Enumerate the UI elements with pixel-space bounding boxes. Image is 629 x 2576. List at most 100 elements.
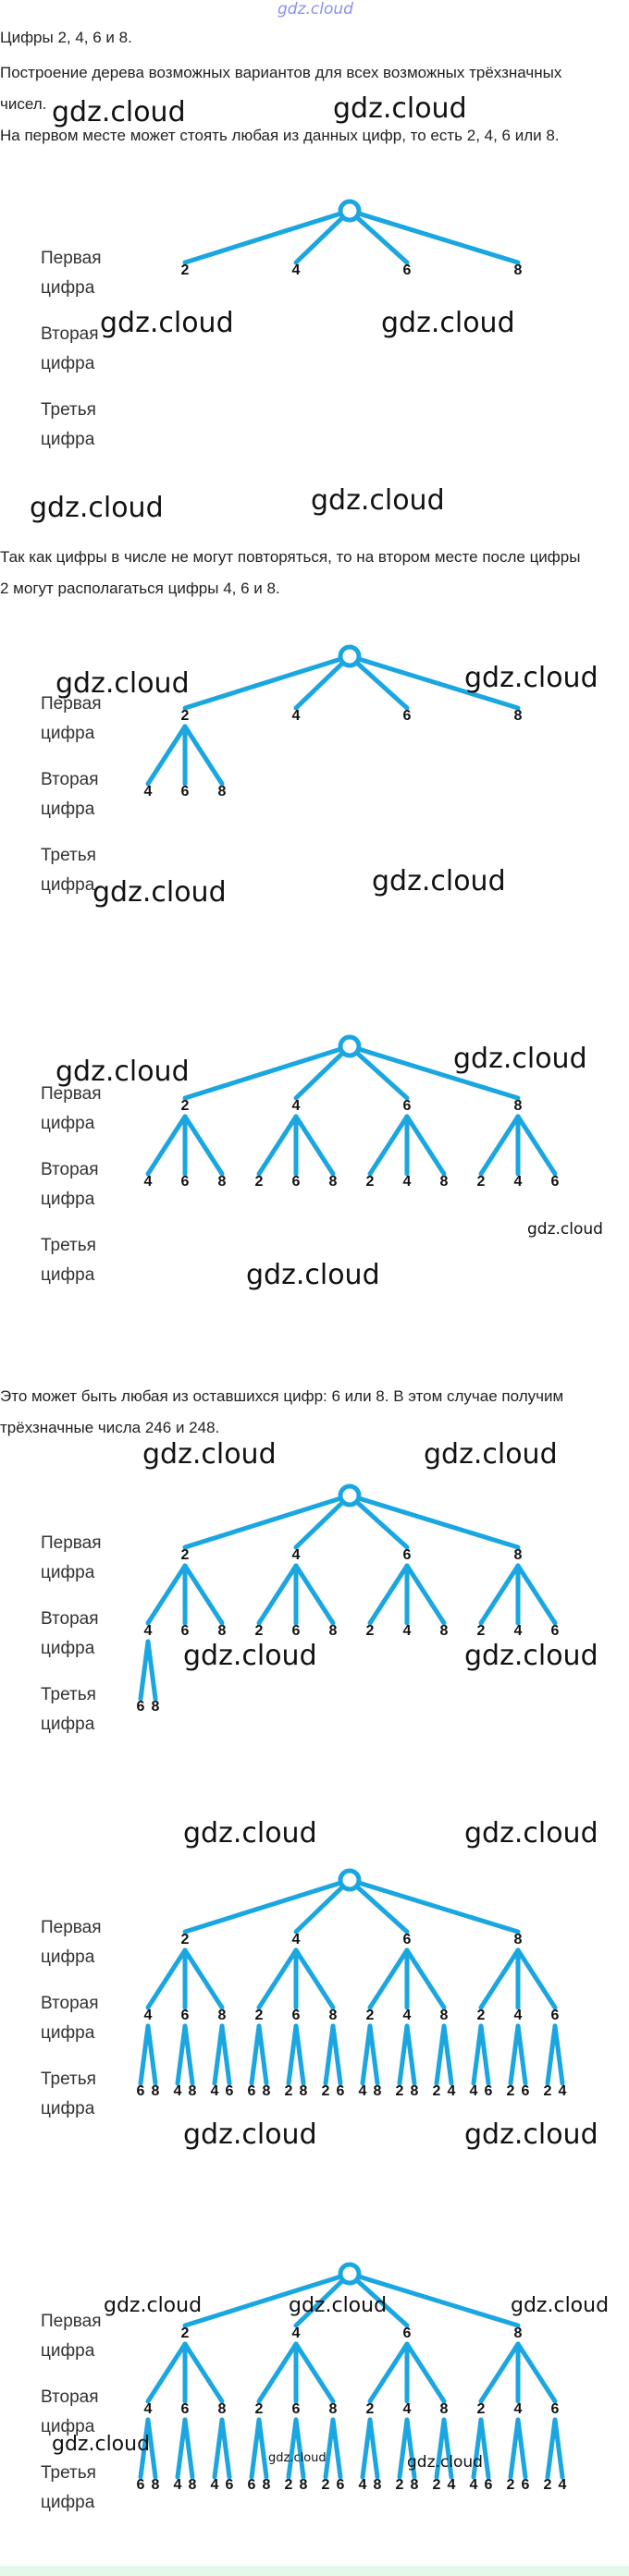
tree-node-first-digit: 4 [291,1932,301,1947]
tree-node-second-digit: 6 [291,1174,301,1190]
tree-branch-level3 [367,2417,380,2480]
watermark: gdz.cloud [100,307,234,339]
tree-node-third-digit: 4 [469,2477,478,2493]
tree-node-second-digit: 4 [513,1174,523,1190]
tree-node-third-digit: 4 [558,2477,567,2493]
watermark: gdz.cloud [92,876,227,909]
site-logo[interactable]: gdz.cloud [278,0,353,18]
watermark: gdz.cloud [464,662,598,694]
row-label-second-digit: Вторая [41,1994,99,2013]
tree-branch-level1 [182,1877,352,1935]
explanation-2-line-1: Так как цифры в числе не могут повторять… [0,548,581,566]
tree-node-second-digit: 2 [254,1174,264,1190]
tree-node-first-digit: 2 [180,2326,190,2341]
tree-node-third-digit: 8 [299,2083,308,2099]
tree-branch-level2 [478,1563,521,1626]
tree-node-second-digit: 6 [180,2008,190,2023]
tree-node-second-digit: 2 [365,1623,375,1639]
tree-node-third-digit: 2 [506,2083,515,2099]
tree-branch-level3 [323,2023,336,2086]
tree-branch-level2 [404,1563,447,1626]
tree-node-second-digit: 2 [476,2008,486,2023]
row-label-first-digit: Первая [41,1918,102,1937]
tree-branch-level3 [471,2023,484,2086]
tree-node-third-digit: 6 [136,2477,145,2493]
tree-node-third-digit: 8 [188,2477,197,2493]
tree-node-second-digit: 4 [513,1623,523,1639]
tree-branch-level3 [323,2417,336,2480]
tree-branch-level2 [515,1563,558,1626]
tree-branch-level2 [367,2341,410,2404]
tree-branch-level1 [347,2271,410,2328]
tree-branch-level2 [367,1114,410,1177]
tree-branch-level3 [545,2023,558,2086]
tree-node-first-digit: 8 [513,1547,523,1563]
tree-node-third-digit: 2 [321,2477,330,2493]
tree-branch-level3 [256,2023,269,2086]
tree-root-node [338,1483,362,1508]
tree-node-first-digit: 2 [180,1547,190,1563]
tree-node-third-digit: 6 [484,2083,493,2099]
tree-branch-level3 [508,2417,521,2480]
row-label-second-digit: Вторая [41,770,99,789]
watermark: gdz.cloud [407,2453,483,2472]
tree-root-node [338,2262,362,2286]
row-label-second-digit: цифра [41,2417,95,2436]
tree-branch-level2 [182,2341,225,2404]
tree-branch-level3 [478,2023,491,2086]
tree-branch-level2 [515,1114,558,1177]
tree-diagram-3 [145,1034,558,1177]
tree-node-third-digit: 6 [484,2477,493,2493]
tree-branch-level3 [434,2417,447,2480]
tree-branch-level3 [249,2023,262,2086]
tree-node-third-digit: 6 [521,2083,530,2099]
explanation-3-line-2: трёхзначные числа 246 и 248. [0,1419,220,1436]
explanation-3-line-1: Это может быть любая из оставшихся цифр:… [0,1387,564,1405]
row-label-first-digit: Первая [41,694,102,714]
tree-node-third-digit: 2 [543,2477,552,2493]
tree-node-third-digit: 4 [358,2083,367,2099]
tree-node-second-digit: 4 [402,1174,412,1190]
tree-node-first-digit: 8 [513,1932,523,1947]
watermark: gdz.cloud [424,1438,558,1471]
row-label-second-digit: цифра [41,1639,95,1658]
tree-node-second-digit: 4 [402,2401,412,2417]
tree-branch-level3 [360,2023,373,2086]
tree-node-third-digit: 6 [336,2477,345,2493]
tree-branch-level2 [404,1114,447,1177]
watermark: gdz.cloud [56,1056,190,1088]
row-label-third-digit: цифра [41,875,95,895]
tree-node-second-digit: 4 [402,1623,412,1639]
row-label-third-digit: Третья [41,2463,96,2483]
tree-branch-level3 [145,2023,158,2086]
tree-branch-level1 [347,1877,521,1935]
tree-branch-level2 [367,1947,410,2010]
tree-branch-level2 [367,1563,410,1626]
tree-node-second-digit: 6 [291,2008,301,2023]
tree-branch-level1 [182,653,352,711]
tree-branch-level3 [286,2417,299,2480]
tree-branch-level2 [478,2341,521,2404]
tree-node-second-digit: 4 [143,1174,153,1190]
watermark: gdz.cloud [311,484,445,517]
tree-branch-level2 [256,1947,299,2010]
row-label-first-digit: цифра [41,1563,95,1582]
tree-node-second-digit: 8 [217,784,227,800]
tree-node-first-digit: 6 [402,1098,412,1114]
tree-branch-level3 [441,2023,454,2086]
tree-node-first-digit: 6 [402,1547,412,1563]
watermark: gdz.cloud [104,2294,203,2317]
tree-branch-level3 [441,2417,454,2480]
tree-branch-level3 [397,2023,410,2086]
tree-diagram-1 [182,199,521,265]
tree-branch-level1 [293,1493,352,1550]
row-label-second-digit: цифра [41,354,95,373]
tree-node-third-digit: 2 [543,2083,552,2099]
tree-diagram-5 [138,1868,565,2086]
row-label-first-digit: Первая [41,249,102,268]
tree-node-second-digit: 4 [513,2401,523,2417]
row-label-first-digit: цифра [41,724,95,743]
row-label-third-digit: цифра [41,1265,95,1285]
row-label-second-digit: Вторая [41,2387,99,2407]
tree-node-first-digit: 6 [402,2326,412,2341]
